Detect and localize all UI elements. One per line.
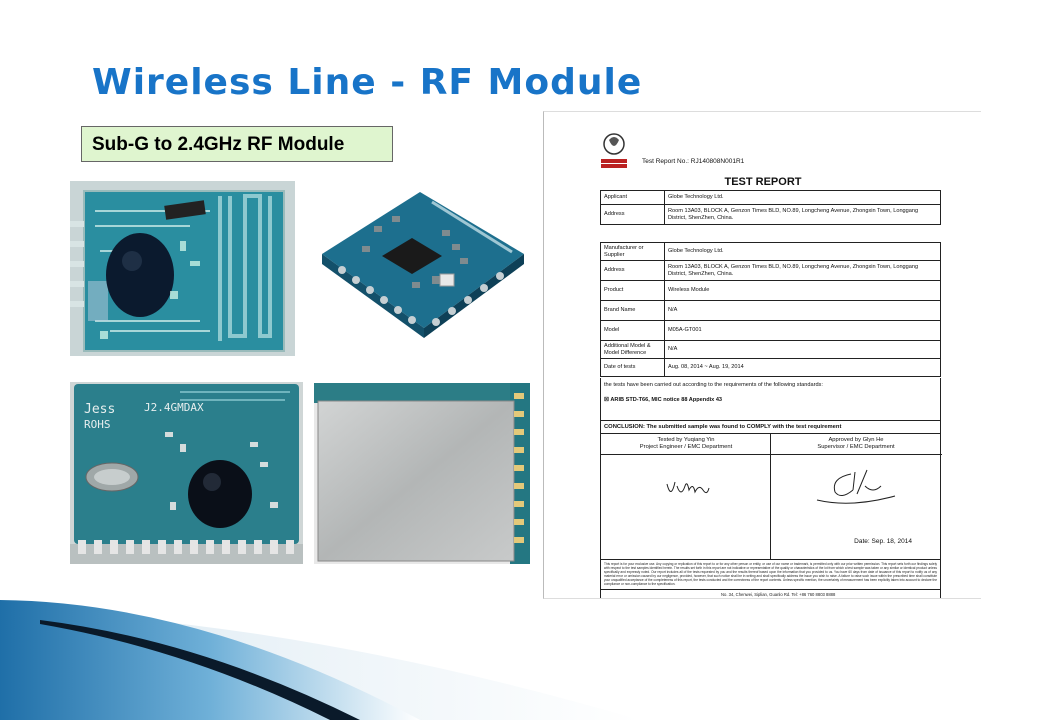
jess-marking-3: ROHS — [84, 418, 111, 431]
footer-swoosh-decoration — [0, 600, 640, 720]
tested-by: Tested by Yuqiang Yin — [657, 437, 715, 443]
signature-block: Tested by Yuqiang Yin Project Engineer /… — [600, 434, 942, 560]
approved-by: Approved by Glyn He — [828, 437, 884, 443]
test-report-document: Test Report No.: RJ140808N001R1 TEST REP… — [543, 111, 981, 599]
tester-signature — [666, 481, 710, 494]
jess-marking-1: Jess — [84, 402, 115, 417]
slide-title: Wireless Line - RF Module — [92, 62, 643, 103]
address-strip: No. 34, Chenwei, Siplian, Guanlo Rd. Tel… — [600, 590, 941, 598]
report-date: Date: Sep. 18, 2014 — [854, 538, 912, 545]
standards-intro: the tests have been carried out accordin… — [604, 382, 823, 388]
standard-item: ☒ ARIB STD-T66, MIC notice 88 Appendix 4… — [604, 397, 723, 403]
rf-module-pcb-antenna-photo — [70, 181, 295, 356]
bureau-veritas-logo — [601, 133, 627, 168]
report-title: TEST REPORT — [724, 176, 802, 188]
tested-role: Project Engineer / EMC Department — [639, 444, 733, 451]
disclaimer-text: This report is for your exclusive use. A… — [600, 560, 941, 590]
conclusion: CONCLUSION: The submitted sample was fou… — [600, 420, 941, 434]
approved-role: Supervisor / EMC Department — [817, 444, 895, 451]
rf-module-jess-board-photo: Jess J2.4GMDAX ROHS — [70, 382, 303, 564]
approver-signature — [816, 469, 896, 504]
rf-module-qfn-chip-photo — [312, 186, 534, 342]
standards-block: the tests have been carried out accordin… — [600, 378, 941, 420]
report-number: Test Report No.: RJ140808N001R1 — [642, 158, 745, 165]
jess-marking-2: J2.4GMDAX — [144, 401, 204, 414]
subtitle-box: Sub-G to 2.4GHz RF Module — [81, 126, 393, 162]
rf-module-shielded-photo — [314, 383, 530, 564]
